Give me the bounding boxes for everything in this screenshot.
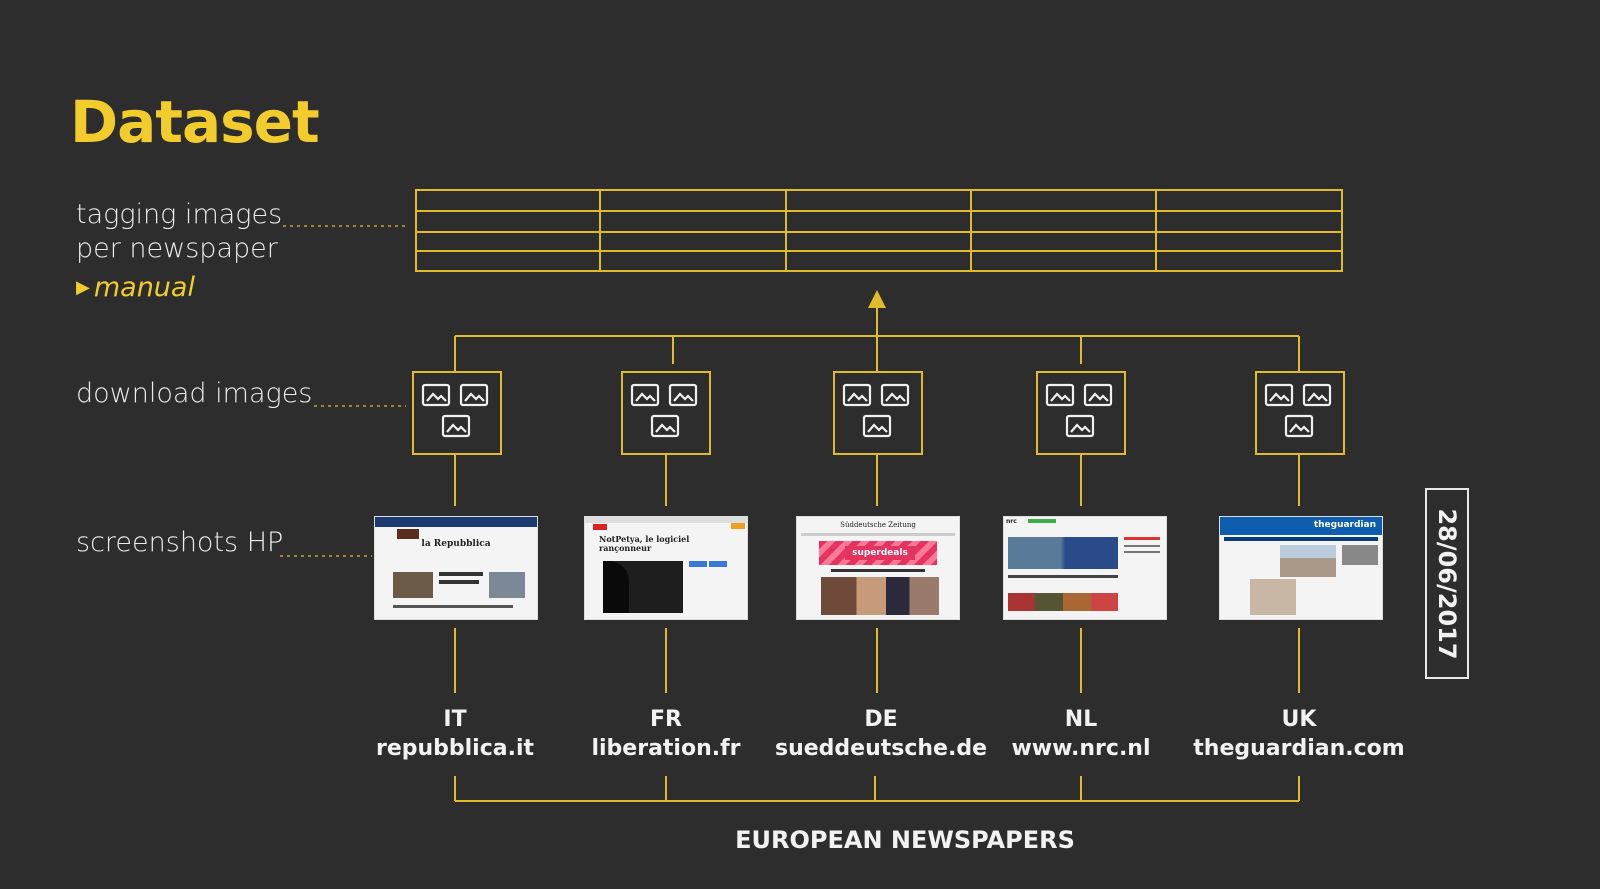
tagging-method-label: manual — [93, 272, 195, 303]
site-label-it: IT repubblica.it — [345, 705, 565, 763]
tagging-table — [415, 189, 1343, 272]
merge-bracket — [454, 335, 1300, 372]
country-code: FR — [650, 707, 682, 732]
site-label-uk: UK theguardian.com — [1174, 705, 1424, 763]
date-box: 28/06/2017 — [1425, 488, 1469, 679]
screenshot-sueddeutsche: Süddeutsche Zeitung superdeals — [796, 516, 960, 620]
footer-label: EUROPEAN NEWSPAPERS — [735, 826, 1075, 854]
slide-title: Dataset — [70, 88, 320, 156]
date-label: 28/06/2017 — [1433, 507, 1461, 660]
site-label-de: DE sueddeutsche.de — [761, 705, 1001, 763]
site-domain: liberation.fr — [591, 736, 741, 761]
screenshot-logo: nrc — [1006, 518, 1017, 525]
site-domain: www.nrc.nl — [1011, 736, 1151, 761]
screenshots-label: screenshots HP — [76, 527, 284, 558]
country-code: IT — [443, 707, 467, 732]
images-icon — [630, 383, 698, 438]
screenshot-logo: superdeals — [845, 546, 915, 560]
site-domain: sueddeutsche.de — [774, 736, 988, 761]
images-icon — [842, 383, 910, 438]
bottom-bracket — [454, 776, 1300, 802]
country-code: NL — [1064, 707, 1098, 732]
site-domain: repubblica.it — [375, 736, 535, 761]
screenshot-nrc: nrc — [1003, 516, 1167, 620]
screenshot-guardian: theguardian — [1219, 516, 1383, 620]
screenshot-logo: NotPetya, le logiciel rançonneur — [599, 534, 690, 553]
images-icon — [1264, 383, 1332, 438]
screenshot-liberation: NotPetya, le logiciel rançonneur — [584, 516, 748, 620]
screenshot-to-site-lines — [454, 628, 1300, 693]
images-icon — [421, 383, 489, 438]
site-label-nl: NL www.nrc.nl — [971, 705, 1191, 763]
images-icon — [1045, 383, 1113, 438]
tagging-label-line2: per newspaper — [76, 233, 278, 264]
triangle-right-icon: ▶ — [76, 277, 90, 298]
site-domain: theguardian.com — [1193, 736, 1405, 761]
download-label: download images — [76, 378, 313, 409]
screenshot-logo: la Repubblica — [421, 539, 491, 549]
screenshot-repubblica: la Repubblica — [374, 516, 538, 620]
tagging-label-line1: tagging images — [76, 199, 283, 230]
country-code: DE — [864, 707, 898, 732]
tagging-method: ▶manual — [76, 272, 195, 303]
screenshot-logo: theguardian — [1313, 520, 1376, 530]
site-label-fr: FR liberation.fr — [556, 705, 776, 763]
box-to-screenshot-lines — [454, 454, 1300, 506]
arrow-up-icon — [868, 290, 886, 336]
country-code: UK — [1281, 707, 1317, 732]
